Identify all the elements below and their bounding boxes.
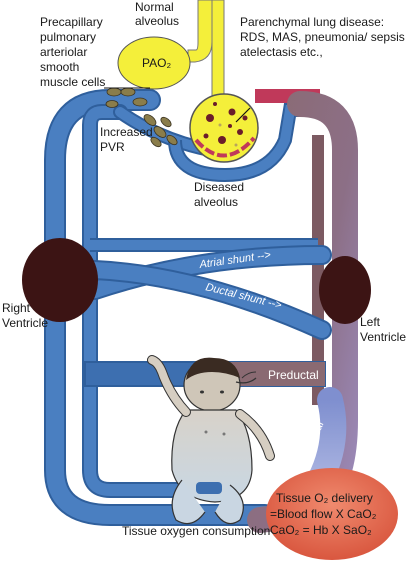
diseased-alveolus (189, 93, 259, 163)
pao2-label: PAO₂ (142, 56, 171, 70)
infant-illustration (147, 355, 275, 525)
increased-pvr-label: Increased PVR (100, 125, 156, 154)
parenchymal-disease-label: Parenchymal lung disease: RDS, MAS, pneu… (240, 15, 406, 59)
inner-venous-pipe (82, 104, 188, 498)
left-ventricle (319, 256, 371, 324)
precapillary-label: Precapillary pulmonary arteriolar smooth… (40, 15, 106, 89)
right-ventricle (22, 238, 98, 322)
tissue-delivery-label: Tissue O₂ delivery =Blood flow X CaO₂ Ca… (270, 491, 380, 537)
diseased-alveolus-label: Diseased alveolus (194, 180, 247, 209)
tissue-delivery-bubble (266, 468, 398, 560)
smooth-muscle-cells (105, 87, 178, 148)
tissue-consumption-label: Tissue oxygen consumption (122, 524, 270, 538)
left-ventricle-label: Left Ventricle (360, 315, 406, 344)
normal-alveolus-stalk (187, 0, 213, 63)
normal-alveolus-label: Normal alveolus (135, 0, 179, 28)
preductal-label: Preductal (268, 368, 319, 382)
right-ventricle-label: Right Ventricle (2, 301, 48, 330)
normal-alveolus (117, 36, 191, 90)
